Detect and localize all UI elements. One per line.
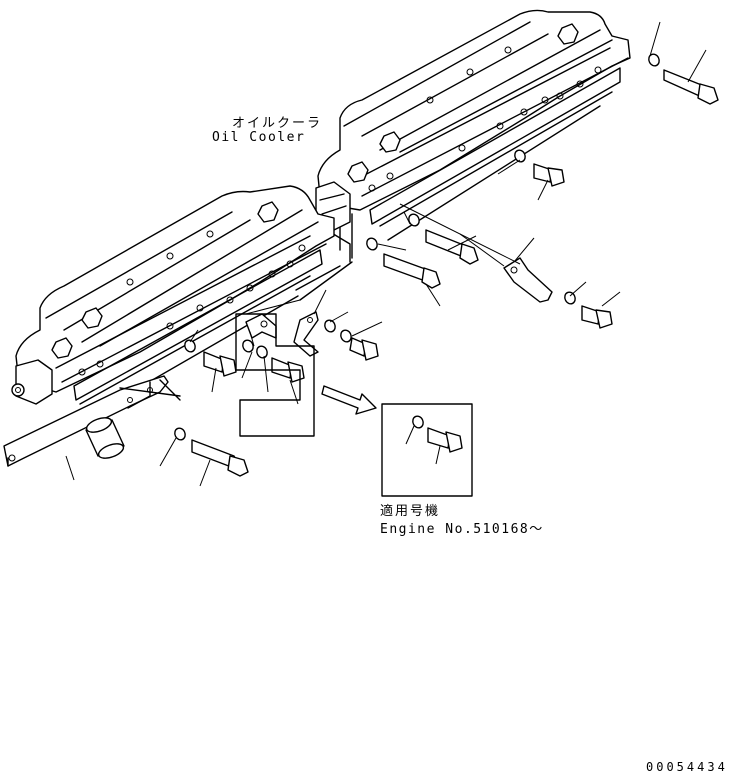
- detail-box-engine-variant: [381, 403, 473, 497]
- oil-cooler-label-jp: オイルクーラ: [232, 116, 323, 131]
- hardware-set: [174, 53, 719, 477]
- drawing-code: 00054434: [646, 760, 728, 774]
- oil-cooler-label-en: Oil Cooler: [212, 130, 306, 145]
- applicable-serial-label-jp: 適用号機: [380, 504, 441, 519]
- leader-lines: [65, 21, 707, 487]
- oil-cooler-lower: [11, 185, 335, 417]
- oil-cooler-upper: [295, 9, 631, 301]
- arrow-icon: [321, 385, 377, 415]
- engine-serial-label: Engine No.510168～: [380, 522, 544, 537]
- detail-box-clip: [235, 313, 315, 437]
- support-bracket: [3, 375, 181, 467]
